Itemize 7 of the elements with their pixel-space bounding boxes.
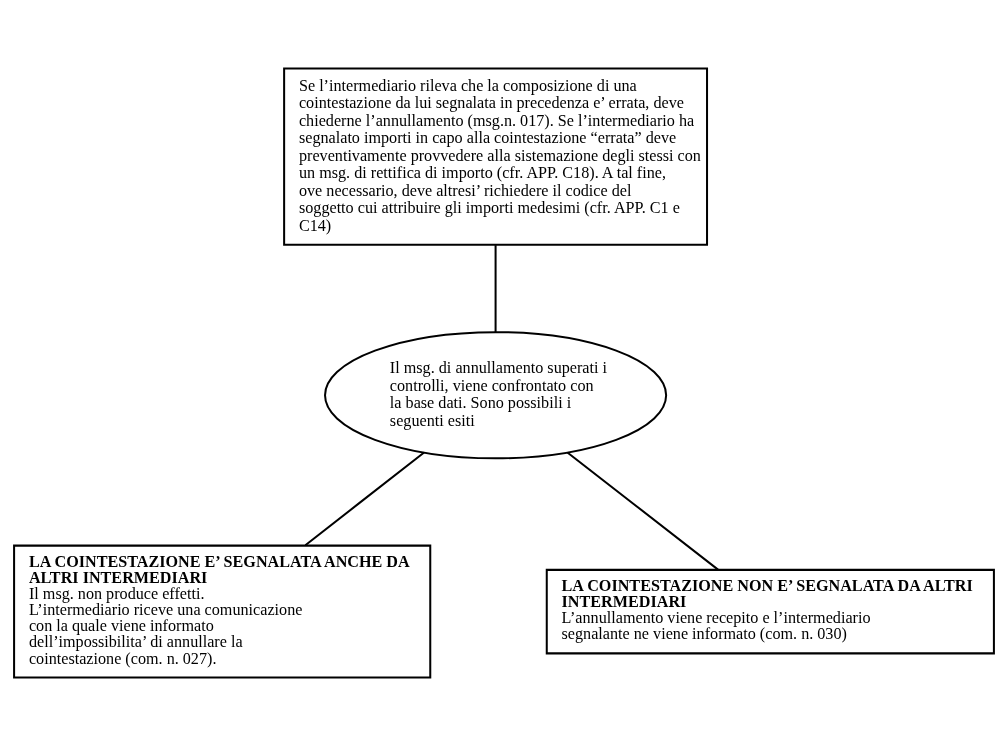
node-box: Se l’intermediario rileva che la composizione di una cointestazione da lui segnalata in precedenza e’ errata, deve chiederne l’annullamento (msg.n. 017). Se l’intermediario ha segnalato importi in capo alla cointestazione “errata” deve preventivamente provvedere alla sistemazione degli stessi con un msg. di rettifica di importo (cfr. APP. C18). A tal fine, ove necessario, deve altresi’ richiedere il codice del soggetto cui attribuire gli importi medesimi (cfr. APP. C1 e C14) [283,66,709,246]
node-box: LA COINTESTAZIONE E’ SEGNALATA ANCHE DA ALTRI INTERMEDIARI Il msg. non produce effetti. L’intermediario riceve una comunicazione con la quale viene informato dell’impossibilita’ di annullare la cointestazione (com. n. 027). [13,544,432,679]
connector [566,451,719,570]
connector [494,244,497,332]
node-ellipse: Il msg. di annullamento superati i controlli, viene confrontato con la base dati. Sono possibili i seguenti esiti [324,330,668,459]
node-box: LA COINTESTAZIONE NON E’ SEGNALATA DA ALTRI INTERMEDIARI L’annullamento viene recepito e l’intermediario segnalante ne viene informato (com. n. 030) [545,568,995,654]
connector [304,451,425,546]
